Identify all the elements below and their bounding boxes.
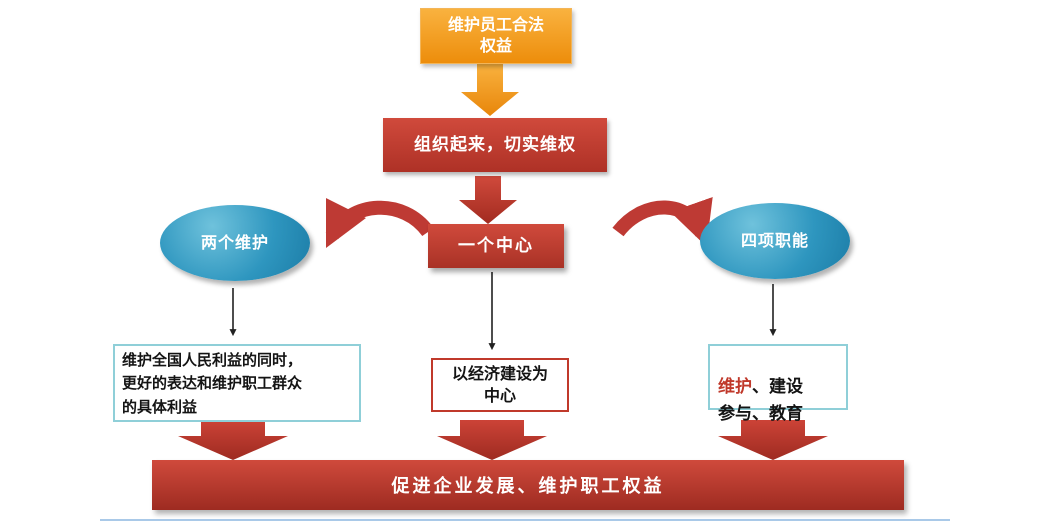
arrow-top-to-organize-icon [461, 64, 519, 116]
four-functions-ellipse: 四项职能 [700, 203, 850, 279]
curved-arrow-right-icon [612, 196, 713, 247]
one-center-box: 一个中心 [428, 224, 564, 268]
right-note-rest: 、建设 参与、教育 [718, 377, 803, 424]
bottom-result-bar: 促进企业发展、维护职工权益 [152, 460, 904, 510]
right-note-highlight: 维护 [718, 377, 752, 398]
bottom-divider [100, 519, 950, 521]
center-note-box: 以经济建设为 中心 [431, 358, 569, 412]
right-note-box: 维护、建设 参与、教育 [708, 344, 848, 424]
arrow-organize-to-center-icon [459, 176, 517, 224]
top-goal-box: 维护员工合法 权益 [420, 8, 572, 64]
arrow-center-to-bar-icon [437, 420, 547, 460]
left-note-box: 维护全国人民利益的同时， 更好的表达和维护职工群众 的具体利益 [113, 344, 361, 422]
two-protections-ellipse: 两个维护 [160, 205, 310, 281]
curved-arrow-left-icon [325, 197, 434, 249]
organize-box: 组织起来，切实维权 [383, 118, 607, 172]
arrow-left-to-bar-icon [178, 420, 288, 460]
